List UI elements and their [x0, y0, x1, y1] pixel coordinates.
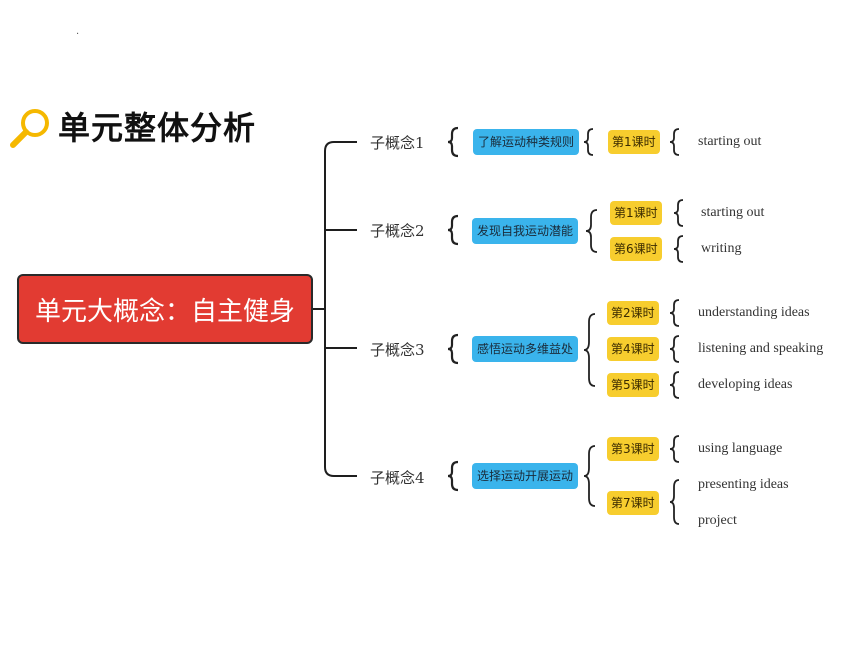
concept-2-lesson-2: 第6课时	[610, 237, 662, 261]
concept-3-lesson-3: 第5课时	[607, 373, 659, 397]
brace-icon	[669, 128, 680, 156]
leaf-text: developing ideas	[698, 377, 793, 392]
concept-1-lesson-1: 第1课时	[608, 130, 660, 154]
concept-1-label: 子概念1	[370, 134, 425, 152]
brace-icon	[583, 313, 596, 387]
concept-3-lesson-2: 第4课时	[607, 337, 659, 361]
brace-icon	[673, 199, 684, 227]
leaf-text: using language	[698, 441, 783, 456]
concept-4-label: 子概念4	[370, 469, 425, 487]
brace-icon	[585, 209, 598, 253]
root-concept-node: 单元大概念：自主健身	[17, 274, 313, 344]
leaf-text: writing	[701, 241, 742, 256]
page-title: 单元整体分析	[58, 109, 257, 147]
concept-1-theme: 了解运动种类规则	[473, 129, 580, 155]
magnifier-icon	[10, 109, 49, 148]
brace-icon	[669, 435, 680, 463]
concept-3-label: 子概念3	[370, 341, 425, 359]
concept-4-lesson-1: 第3课时	[607, 437, 659, 461]
brace-icon	[583, 445, 596, 507]
concept-3-theme: 感悟运动多维益处	[472, 336, 579, 362]
brace-icon	[669, 299, 680, 327]
brace-icon	[583, 128, 594, 156]
concept-2-theme: 发现自我运动潜能	[472, 218, 579, 244]
concept-3-lesson-1: 第2课时	[607, 301, 659, 325]
leaf-text: listening and speaking	[698, 341, 824, 356]
leaf-text: understanding ideas	[698, 305, 810, 320]
leaf-text: project	[698, 513, 737, 528]
concept-2-label: 子概念2	[370, 222, 425, 240]
concept-4-lesson-2: 第7课时	[607, 491, 659, 515]
brace-icon	[447, 333, 459, 365]
brace-icon	[669, 371, 680, 399]
decorative-dot: .	[76, 26, 80, 37]
brace-icon	[447, 460, 459, 492]
brace-icon	[447, 126, 459, 158]
concept-4-theme: 选择运动开展运动	[472, 463, 579, 489]
leaf-text: starting out	[701, 205, 765, 220]
brace-icon	[669, 479, 680, 525]
brace-icon	[673, 235, 684, 263]
leaf-text: presenting ideas	[698, 477, 789, 492]
concept-2-lesson-1: 第1课时	[610, 201, 662, 225]
brace-icon	[669, 335, 680, 363]
brace-icon	[447, 214, 459, 246]
leaf-text: starting out	[698, 134, 762, 149]
